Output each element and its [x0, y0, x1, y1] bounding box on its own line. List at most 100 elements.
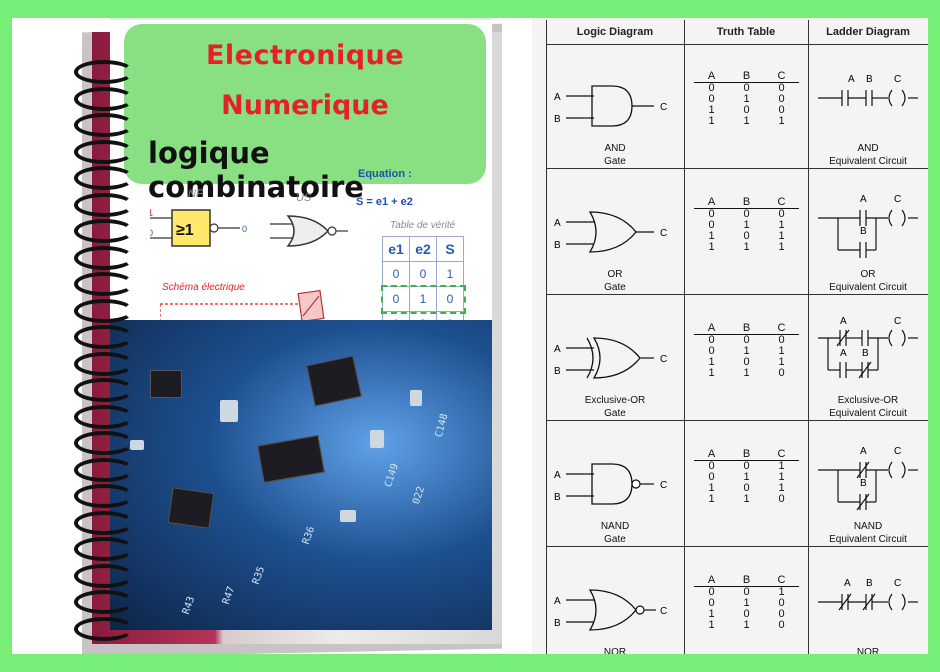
tt-col-header: C — [777, 448, 786, 460]
tt-col-header: A — [707, 70, 716, 82]
tt-value: 0 — [743, 586, 750, 598]
tt-row: 1 0 0 — [694, 609, 799, 620]
tt-col-header: C — [777, 574, 786, 586]
svg-text:C: C — [894, 194, 901, 205]
svg-text:C: C — [894, 74, 901, 85]
tt-col-header: C — [777, 196, 786, 208]
svg-text:C: C — [894, 578, 901, 589]
gate-word: Gate — [604, 534, 626, 545]
tt-value: 0 — [708, 471, 715, 483]
tt-value: 1 — [778, 482, 785, 494]
svg-text:A: A — [860, 446, 867, 457]
tt-cell: 1 — [409, 286, 437, 312]
pcb-silk-label: R36 — [300, 525, 318, 546]
tt-value: 0 — [778, 608, 785, 620]
tt-value: 1 — [708, 608, 715, 620]
input-a-label: A — [554, 344, 561, 355]
spiral-ring — [74, 60, 134, 84]
equation-title: Equation : — [358, 168, 412, 180]
input-a-label: A — [554, 92, 561, 103]
xor-gate-icon: ABC — [554, 337, 667, 379]
ladder-equivalent: Equivalent Circuit — [829, 534, 907, 545]
tt-value: 0 — [743, 230, 750, 242]
ladder-equivalent: Equivalent Circuit — [829, 156, 907, 167]
nand-gate-icon: ABC — [554, 463, 667, 505]
tt-value: 0 — [743, 608, 750, 620]
tt-value: 1 — [708, 356, 715, 368]
ladder-name: AND — [857, 143, 879, 154]
tt-value: 1 — [708, 367, 715, 379]
ladder-equivalent: Equivalent Circuit — [829, 408, 907, 419]
ladder-name: Exclusive-OR — [837, 395, 899, 406]
tt-col-header: C — [777, 322, 786, 334]
output-c-label: C — [660, 606, 667, 617]
and-gate-icon: ABC — [554, 85, 667, 127]
header-truth-table: Truth Table — [716, 26, 776, 38]
svg-text:0: 0 — [242, 224, 247, 234]
gate-word: Gate — [604, 408, 626, 419]
tt-value: 0 — [708, 208, 715, 220]
tt-value: 1 — [708, 493, 715, 505]
input-a-label: A — [554, 218, 561, 229]
reference-grid: Logic Diagram Truth Table Ladder Diagram… — [546, 20, 928, 654]
header-logic-diagram: Logic Diagram — [576, 26, 654, 38]
ladder-equivalent: Equivalent Circuit — [829, 282, 907, 293]
book-title-line1: Electronique — [205, 40, 405, 71]
book-cover: Electronique Numerique logique combinato… — [110, 18, 492, 630]
tt-value: 0 — [743, 208, 750, 220]
tt-value: 1 — [743, 367, 750, 379]
tt-value: 1 — [778, 356, 785, 368]
tt-value: 0 — [778, 597, 785, 609]
pcb-silk-label: R43 — [180, 595, 198, 616]
tt-value: 1 — [778, 230, 785, 242]
truth-table-caption: Table de vérité — [390, 220, 456, 231]
tt-value: 0 — [708, 334, 715, 346]
tt-value: 1 — [708, 104, 715, 116]
pcb-silk-label: C148 — [433, 412, 451, 439]
tt-value: 1 — [743, 619, 750, 631]
tt-value: 1 — [743, 93, 750, 105]
spiral-ring — [74, 378, 134, 402]
gate-caption: NORGate — [546, 646, 684, 654]
tt-value: 0 — [708, 586, 715, 598]
gate-name: OR — [607, 269, 623, 280]
title-box: Electronique Numerique logique combinato… — [124, 24, 486, 204]
tt-value: 1 — [778, 471, 785, 483]
tt-value: 1 — [778, 219, 785, 231]
tt-value: 0 — [708, 460, 715, 472]
gate-name: NAND — [600, 521, 630, 532]
spiral-ring — [74, 166, 134, 190]
circuit-board-photo: C148 R36 C149 022 R35 R47 R43 — [110, 320, 492, 630]
input-b-label: B — [554, 618, 561, 629]
svg-text:C: C — [894, 316, 901, 327]
tt-value: 0 — [778, 367, 785, 379]
svg-text:B: B — [866, 578, 873, 589]
input-b-label: B — [554, 366, 561, 377]
book-title-line3: logique combinatoire — [148, 136, 364, 204]
schema-label: Schéma électrique — [162, 282, 245, 293]
tt-value: 1 — [708, 482, 715, 494]
ladder-name: NAND — [853, 521, 883, 532]
input-b-label: B — [554, 114, 561, 125]
us-label: US — [296, 192, 312, 204]
tt-value: 1 — [743, 115, 750, 127]
spiral-ring — [74, 510, 134, 535]
tt-col-header: A — [707, 574, 716, 586]
tt-value: 0 — [708, 597, 715, 609]
tt-value: 1 — [778, 115, 785, 127]
